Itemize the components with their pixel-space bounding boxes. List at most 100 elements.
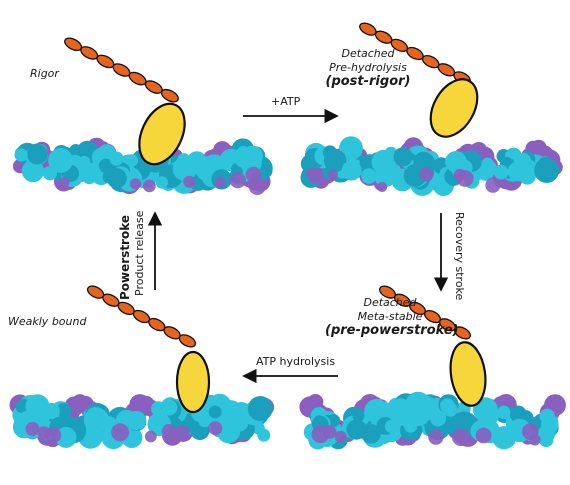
tropomyosin-blob: [419, 167, 434, 182]
tropomyosin-blob: [377, 181, 388, 193]
actin-subunit: [247, 396, 273, 421]
actin-subunit: [539, 408, 555, 424]
powerstroke-label: Powerstroke: [118, 214, 132, 300]
motor-domain-head: [429, 78, 479, 138]
actin-subunit: [473, 397, 498, 423]
myosin-post-rigor: [359, 22, 479, 138]
myosin-rigor: [64, 37, 186, 166]
tropomyosin-blob: [44, 426, 62, 444]
tropomyosin-blob: [452, 428, 470, 447]
actin-filament-bottom-left: [9, 393, 275, 450]
tropomyosin-blob: [208, 421, 223, 436]
actin-subunit: [43, 402, 60, 420]
actin-subunit: [346, 419, 367, 440]
actin-subunit: [55, 426, 77, 448]
actin-subunit: [125, 154, 139, 167]
actin-subunit: [432, 177, 446, 191]
tropomyosin-blob: [214, 176, 226, 189]
tropomyosin-blob: [475, 427, 492, 444]
actin-subunit: [155, 176, 169, 189]
actin-subunit: [534, 157, 560, 183]
actin-subunit: [208, 405, 222, 419]
actin-subunit: [481, 157, 494, 170]
tropomyosin-blob: [229, 172, 246, 189]
actin-subunit: [440, 398, 455, 414]
tropomyosin-blob: [144, 430, 157, 443]
actin-subunit: [48, 148, 73, 173]
tropomyosin-blob: [453, 168, 466, 181]
tropomyosin-blob: [334, 430, 347, 443]
actin-subunit: [81, 169, 97, 185]
tropomyosin-blob: [25, 422, 40, 436]
actin-subunit: [539, 432, 554, 448]
actin-subunit: [126, 410, 147, 431]
tropomyosin-blob: [174, 425, 190, 441]
atp-binding-label: +ATP: [271, 95, 301, 108]
actin-subunit: [513, 152, 532, 171]
atp-hydrolysis-label: ATP hydrolysis: [256, 355, 336, 368]
actin-subunit: [352, 409, 365, 422]
rigor-label: Rigor: [30, 67, 59, 80]
motor-domain-head: [138, 102, 186, 166]
actin-subunit: [404, 420, 417, 433]
tropomyosin-blob: [161, 424, 176, 439]
actin-subunit: [98, 158, 114, 174]
myosin-weakly-bound: [86, 285, 211, 414]
lever-arm-segment: [160, 88, 179, 103]
actin-subunit: [403, 164, 427, 187]
actin-subunit: [55, 403, 72, 419]
pre-powerstroke-line1: Detached: [363, 296, 417, 309]
actin-subunit: [339, 136, 363, 161]
actin-subunit: [257, 428, 271, 442]
actin-subunit: [161, 399, 178, 416]
tropomyosin-blob: [529, 434, 541, 446]
tropomyosin-blob: [308, 168, 324, 184]
actin-subunit: [27, 143, 48, 165]
motor-domain-head: [175, 350, 211, 414]
tropomyosin-blob: [322, 425, 337, 439]
tropomyosin-blob: [428, 429, 444, 445]
pre-powerstroke-line3: (pre-powerstroke): [325, 323, 459, 338]
actin-subunit: [497, 405, 511, 419]
actin-subunit: [69, 144, 83, 157]
post-rigor-line1: Detached: [341, 47, 395, 60]
tropomyosin-blob: [485, 177, 501, 193]
actin-subunit: [493, 164, 509, 180]
tropomyosin-blob: [143, 179, 156, 193]
post-rigor-line3: (post-rigor): [325, 74, 411, 89]
actin-filament-bottom-right: [299, 391, 566, 450]
weakly-bound-label: Weakly bound: [8, 315, 87, 328]
motor-domain-head: [449, 341, 487, 407]
actin-subunit: [42, 166, 58, 181]
actin-filament-top-right: [300, 136, 563, 197]
lever-arm-segment: [178, 334, 197, 348]
actin-subunit: [341, 160, 362, 181]
tropomyosin-blob: [111, 423, 130, 442]
post-rigor-line2: Pre-hydrolysis: [329, 61, 407, 74]
actin-subunit: [233, 146, 255, 169]
product-release-label: Product release: [133, 210, 146, 296]
actin-subunit: [387, 164, 402, 178]
pre-powerstroke-line2: Meta-stable: [357, 310, 423, 323]
tropomyosin-blob: [59, 177, 70, 188]
myosin-pre-powerstroke: [379, 285, 487, 407]
actin-subunit: [412, 395, 438, 421]
actin-subunit: [384, 419, 399, 434]
actin-subunit: [327, 414, 341, 427]
actin-subunit: [109, 151, 124, 166]
lever-arm-segment: [454, 326, 471, 340]
actin-subunit: [361, 168, 377, 184]
actin-subunit: [172, 156, 197, 181]
actin-subunit: [106, 168, 127, 189]
tropomyosin-blob: [183, 175, 196, 188]
actin-subunit: [393, 147, 413, 167]
recovery-stroke-label: Recovery stroke: [453, 212, 466, 301]
tropomyosin-blob: [129, 178, 142, 190]
actin-subunit: [21, 159, 45, 183]
actin-subunit: [324, 149, 347, 173]
tropomyosin-blob: [327, 169, 339, 180]
actin-subunit: [14, 148, 28, 162]
actin-subunit: [389, 398, 412, 421]
